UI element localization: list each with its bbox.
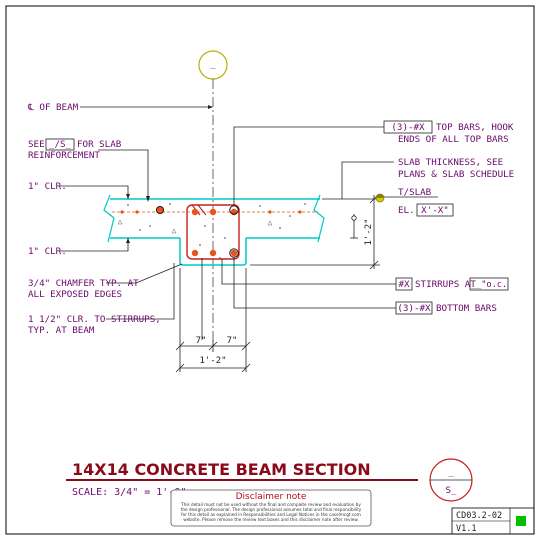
top-bars-line1: TOP BARS, HOOK [436, 122, 514, 133]
status-indicator [516, 516, 526, 526]
elevation-value-box [416, 203, 454, 217]
section-bubble-top: _ [448, 467, 454, 478]
drawing-title: 14X14 CONCRETE BEAM SECTION [72, 460, 371, 479]
detail-number: CD03.2-02 [456, 511, 502, 521]
elevation-prefix: EL. [398, 205, 415, 216]
bottom-bars-tag-box [395, 301, 433, 315]
stirrup [186, 204, 240, 260]
disclaimer-line2: the design professional. The design prof… [181, 507, 362, 512]
grid-bubble-label: _ [210, 59, 216, 70]
beam-web [179, 238, 247, 266]
slab-break-right [313, 194, 325, 243]
stirrup-clr-line1: 1 1/2" CLR. TO STIRRUPS, [28, 314, 161, 325]
chamfer-line1: 3/4" CHAMFER TYP. AT [28, 278, 139, 289]
drawing-scale: SCALE: 3/4" = 1'-0" [72, 487, 186, 498]
disclaimer-line3: for this detail as explained in Responsi… [181, 512, 361, 517]
stirrups-spacing-box [469, 277, 509, 291]
top-bar-left [191, 208, 199, 216]
bottom-bar-right [230, 249, 238, 257]
rebars [120, 205, 302, 258]
see-slab-line2: REINFORCEMENT [28, 150, 100, 161]
disclaimer-title: Disclaimer note [236, 492, 307, 502]
slab-thickness-line1: SLAB THICKNESS, SEE [398, 157, 503, 168]
see-slab-suffix: FOR SLAB [77, 139, 122, 150]
dim-overall: 1'-2" [199, 356, 226, 366]
bottom-bar-center [209, 249, 217, 257]
see-slab-ref-box [45, 138, 75, 151]
width-dimensions [175, 268, 251, 373]
tslab-marker-half [376, 194, 384, 198]
bottom-clearance-label: 1" CLR. [28, 246, 67, 257]
dim-left-half: 7" [196, 336, 207, 346]
stirrups-mid: STIRRUPS AT [415, 279, 476, 290]
slab-break-left [103, 194, 115, 243]
stirrup-clr-line2: TYP. AT BEAM [28, 325, 95, 336]
top-clearance-label: 1" CLR. [28, 181, 67, 192]
stirrups-spacing: __"o.c. [471, 280, 507, 290]
slab-bar-left [155, 205, 164, 214]
disclaimer-box [170, 489, 372, 527]
concrete-aggregate [117, 203, 306, 259]
top-bars-line2: ENDS OF ALL TOP BARS [398, 134, 509, 145]
slab [103, 194, 325, 243]
bottom-bars-tag: (3)-#X [397, 303, 431, 314]
section-bubble-bottom: S_ [445, 485, 457, 496]
depth-dimension [250, 194, 380, 270]
bottom-bars-text: BOTTOM BARS [436, 303, 497, 314]
top-bars-tag-box [383, 120, 433, 134]
sheet-border [5, 5, 535, 535]
stirrups-tag-box [395, 277, 413, 291]
top-bar-center [209, 208, 217, 216]
chamfer-line2: ALL EXPOSED EDGES [28, 289, 122, 300]
bottom-bar-left [191, 249, 199, 257]
see-slab-ref: _/S_ [49, 139, 72, 150]
centerline-label: ℄ OF BEAM [27, 102, 79, 113]
stirrups-tag: #X [398, 279, 410, 290]
tslab-label: T/SLAB [398, 187, 432, 198]
disclaimer-line1: This detail must not be used without the… [180, 502, 361, 507]
top-bars-tag: (3)-#X [391, 122, 425, 133]
disclaimer-line4: website. Please remove the review text b… [183, 517, 358, 522]
leaders [60, 106, 396, 340]
dim-right-half: 7" [227, 336, 238, 346]
slab-dim-node [351, 215, 357, 221]
depth-dim-label: 1'-2" [364, 218, 374, 245]
see-slab-prefix: SEE [28, 139, 45, 150]
leader-arrows [126, 105, 213, 243]
detail-version: V1.1 [456, 524, 476, 534]
elevation-value: X'-X" [421, 205, 449, 216]
slab-thickness-line2: PLANS & SLAB SCHEDULE [398, 169, 514, 180]
